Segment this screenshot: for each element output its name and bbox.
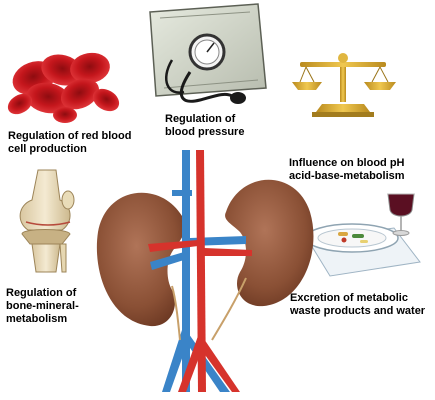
blood-pressure-cuff-icon: [149, 3, 267, 104]
label-waste-excretion: Excretion of metabolic waste products an…: [290, 292, 426, 317]
balance-scale-icon: [292, 53, 396, 117]
label-blood-ph: Influence on blood pH acid-base-metaboli…: [289, 157, 405, 182]
knee-joint-icon: [19, 169, 75, 273]
label-blood-pressure: Regulation of blood pressure: [165, 113, 245, 138]
plate-and-wine-glass-icon: [305, 193, 421, 277]
kidneys-icon: [96, 150, 314, 392]
label-red-blood-cell-production: Regulation of red blood cell production: [8, 130, 132, 155]
red-blood-cells-icon: [7, 52, 120, 123]
label-bone-mineral-metabolism: Regulation of bone-mineral- metabolism: [6, 287, 79, 325]
